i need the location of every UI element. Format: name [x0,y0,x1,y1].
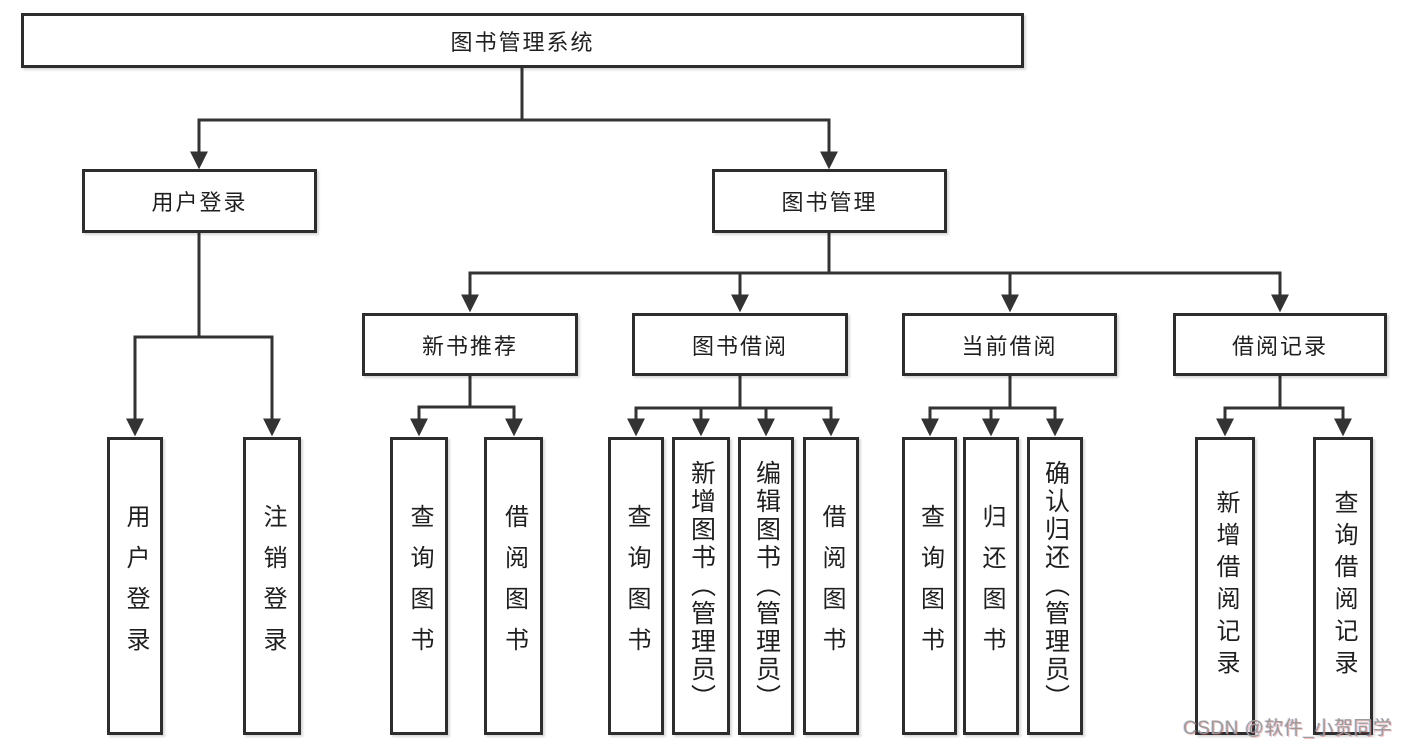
leaf-confirm-return-admin: 确认归还（管理员） [1027,437,1083,735]
leaf-query-books-current: 查询图书 [902,437,957,735]
leaf-label: 新增借阅记录 [1212,490,1239,682]
leaf-query-books-borrowing: 查询图书 [608,437,664,735]
leaf-edit-book-admin: 编辑图书（管理员） [738,437,794,735]
node-book-management: 图书管理 [712,169,947,233]
node-library-management-system: 图书管理系统 [21,13,1024,68]
leaf-query-books-recommend: 查询图书 [390,437,448,735]
leaf-label: 查询图书 [406,504,433,668]
node-new-book-recommend: 新书推荐 [362,313,578,376]
leaf-label: 编辑图书（管理员） [752,460,781,712]
leaf-label: 新增图书（管理员） [687,460,716,712]
leaf-label: 借阅图书 [818,504,845,668]
leaf-label: 用户登录 [122,504,149,668]
leaf-user-login: 用户登录 [107,437,163,735]
leaf-label: 确认归还（管理员） [1041,460,1070,712]
leaf-label: 查询图书 [916,504,944,668]
node-borrow-records: 借阅记录 [1173,313,1387,376]
leaf-query-borrow-record: 查询借阅记录 [1313,437,1373,735]
leaf-logout: 注销登录 [243,437,301,735]
leaf-borrow-books-borrowing: 借阅图书 [803,437,859,735]
node-book-borrowing: 图书借阅 [632,313,848,376]
leaf-label: 查询图书 [623,504,650,668]
node-current-borrowing: 当前借阅 [902,313,1117,376]
node-user-login: 用户登录 [82,169,317,233]
leaf-label: 查询借阅记录 [1330,490,1357,682]
leaf-label: 归还图书 [978,504,1005,668]
leaf-label: 借阅图书 [500,504,528,668]
leaf-add-book-admin: 新增图书（管理员） [672,437,730,735]
leaf-label: 注销登录 [259,504,286,668]
csdn-watermark: CSDN @软件_小贺同学 [1183,718,1393,739]
leaf-add-borrow-record: 新增借阅记录 [1195,437,1255,735]
leaf-return-book: 归还图书 [963,437,1019,735]
leaf-borrow-books-recommend: 借阅图书 [484,437,543,735]
